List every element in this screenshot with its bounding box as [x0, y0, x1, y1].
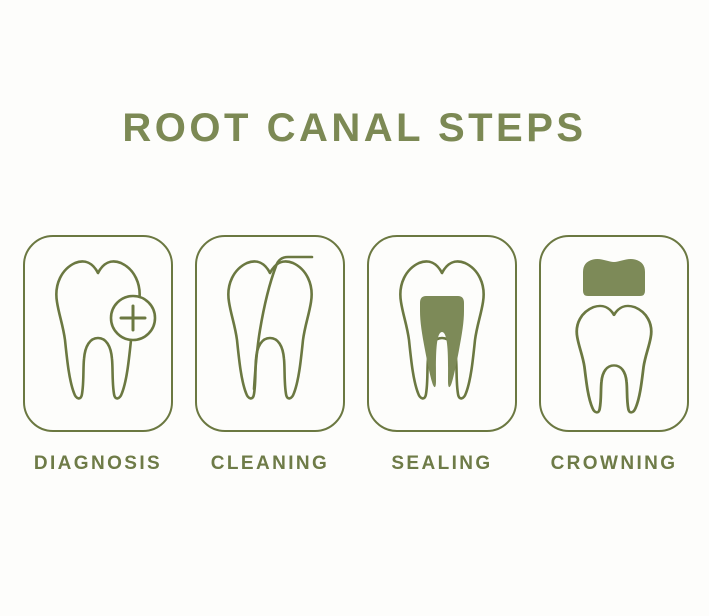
- canal-filling-shape: [420, 296, 464, 388]
- tooth-with-crown-cap-icon: [575, 258, 653, 414]
- page-title: ROOT CANAL STEPS: [122, 106, 587, 150]
- step-label: CLEANING: [210, 453, 330, 474]
- tooth-with-root-file-icon: [227, 255, 314, 400]
- tooth-outline: [575, 304, 653, 414]
- crown-cap-shape: [583, 258, 645, 296]
- root-file-icon: [252, 255, 314, 391]
- tooth-with-filled-canal-icon: [399, 260, 485, 400]
- tooth-with-magnifier-plus-icon: [55, 260, 157, 400]
- step-card-sealing: [367, 235, 517, 432]
- step-label: DIAGNOSIS: [33, 453, 163, 474]
- step-label: SEALING: [391, 453, 493, 474]
- step-card-crowning: [539, 235, 689, 432]
- step-cleaning: CLEANING: [195, 235, 345, 475]
- step-card-diagnosis: [23, 235, 173, 432]
- step-diagnosis: DIAGNOSIS: [23, 235, 173, 475]
- plus-icon: [119, 304, 147, 332]
- step-crowning: CROWNING: [539, 235, 689, 475]
- step-sealing: SEALING: [367, 235, 517, 475]
- step-label: CROWNING: [550, 453, 678, 474]
- steps-row: DIAGNOSIS CLEANING SEALING: [23, 235, 689, 475]
- step-card-cleaning: [195, 235, 345, 432]
